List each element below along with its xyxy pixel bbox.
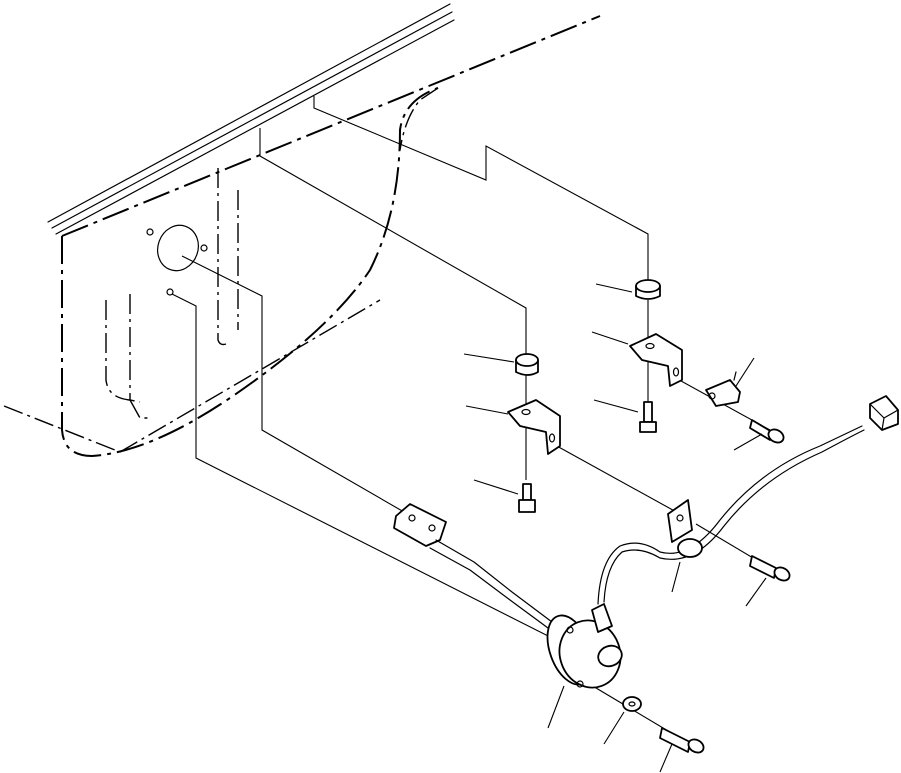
bolt-clamp bbox=[749, 555, 791, 582]
bolt-upper-small bbox=[639, 401, 657, 433]
bracket-upper bbox=[629, 333, 683, 387]
rubber-spacer-upper bbox=[635, 279, 661, 300]
washer bbox=[622, 696, 642, 712]
bolt-upper-right bbox=[749, 419, 785, 444]
speed-sensor bbox=[546, 603, 623, 689]
frame-housing bbox=[3, 3, 601, 458]
sensor-connector bbox=[393, 503, 553, 629]
bracket-middle bbox=[507, 399, 561, 455]
callout-leaders bbox=[463, 283, 767, 773]
cable-clamp bbox=[667, 499, 703, 558]
clip-upper bbox=[705, 371, 741, 407]
rubber-spacer-middle bbox=[515, 353, 539, 376]
housing-port bbox=[146, 224, 208, 296]
cable-end-connector bbox=[869, 395, 899, 431]
bolt-bottom bbox=[659, 727, 705, 754]
assembly-lines bbox=[171, 96, 771, 745]
bolt-middle bbox=[518, 483, 536, 513]
sensor-cable bbox=[597, 425, 865, 605]
